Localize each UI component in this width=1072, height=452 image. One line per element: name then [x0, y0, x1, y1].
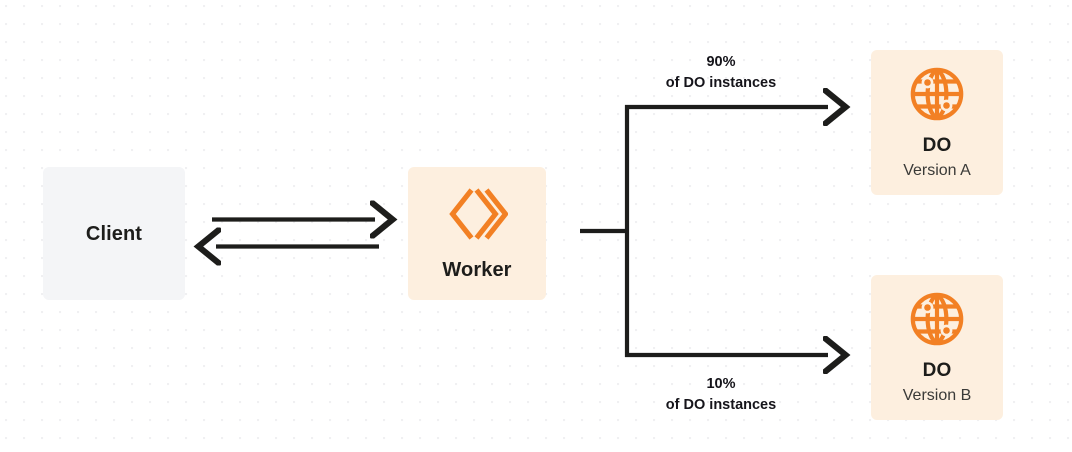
node-do-a-label: DO: [922, 135, 952, 156]
node-worker: Worker: [408, 167, 546, 300]
edge-label-do-a-percent: 90%: [706, 54, 736, 70]
cloudflare-workers-icon: [446, 186, 509, 242]
edge-label-do-a-caption: of DO instances: [665, 74, 777, 91]
node-worker-label: Worker: [442, 258, 512, 281]
edge-label-do-b-caption: of DO instances: [665, 396, 777, 413]
node-do-version-a: DO Version A: [871, 50, 1003, 195]
node-do-b-label: DO: [922, 360, 952, 381]
node-client-label: Client: [85, 222, 143, 245]
globe-icon: [908, 65, 966, 123]
node-do-a-sublabel: Version A: [903, 161, 971, 179]
edge-label-do-a: 90% of DO instances: [610, 52, 832, 93]
node-do-version-b: DO Version B: [871, 275, 1003, 420]
edge-label-do-b: 10% of DO instances: [610, 374, 832, 415]
globe-icon: [908, 290, 966, 348]
node-do-b-sublabel: Version B: [902, 386, 972, 404]
node-client: Client: [43, 167, 185, 300]
edge-label-do-b-percent: 10%: [706, 376, 736, 392]
